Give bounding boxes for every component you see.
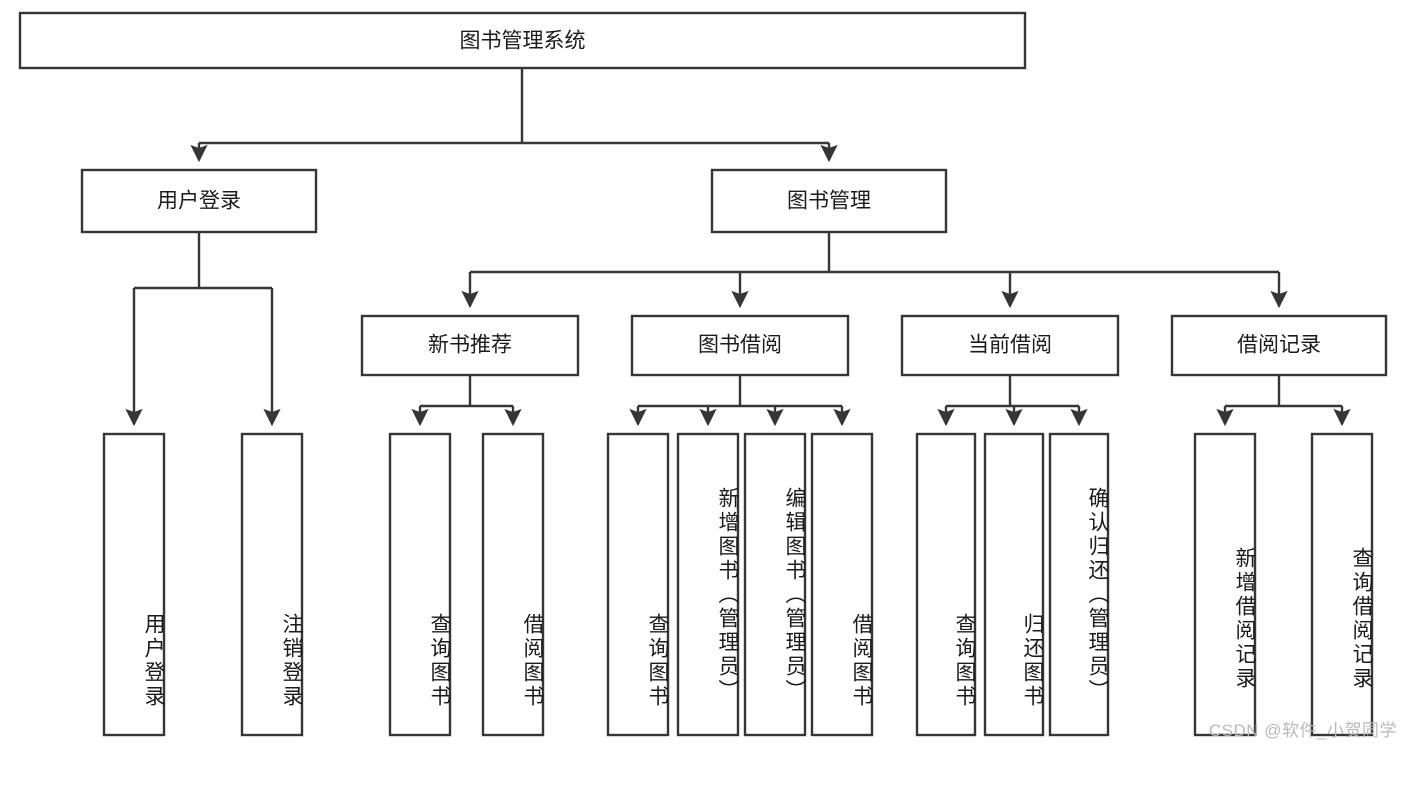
node-new-book-recommend-label: 新书推荐 xyxy=(428,334,512,357)
diagram-canvas: 图书管理系统 用户登录 图书管理 新书推荐 图书借阅 当前借阅 借阅记录 xyxy=(18,11,1397,740)
node-book-manage-label: 图书管理 xyxy=(787,190,871,213)
node-current-borrow-label: 当前借阅 xyxy=(968,334,1052,357)
leaf-box-query-record[interactable] xyxy=(1310,432,1374,737)
leaf-box-query-book-1[interactable] xyxy=(388,432,452,737)
hierarchy-tree-svg: 图书管理系统 用户登录 图书管理 新书推荐 图书借阅 当前借阅 借阅记录 xyxy=(18,11,1388,737)
node-book-manage-box xyxy=(710,168,948,234)
node-root[interactable]: 图书管理系统 xyxy=(18,11,1027,70)
leaf-box-query-book-2[interactable] xyxy=(606,432,670,737)
node-user-login-box xyxy=(80,168,318,234)
connector-record-bus xyxy=(1225,375,1342,408)
node-root-box xyxy=(18,11,1027,70)
node-borrow-record[interactable]: 借阅记录 xyxy=(1170,314,1388,377)
node-user-login-label: 用户登录 xyxy=(157,190,241,213)
connector-root-bus xyxy=(199,68,829,145)
leaf-box-user-login[interactable] xyxy=(102,432,166,737)
connector-current-bus xyxy=(946,375,1079,408)
leaf-box-query-book-3[interactable] xyxy=(915,432,977,737)
node-borrow-record-box xyxy=(1170,314,1388,377)
node-user-login[interactable]: 用户登录 xyxy=(80,168,318,234)
connector-book-manage-bus xyxy=(470,232,1279,274)
node-new-book-recommend[interactable]: 新书推荐 xyxy=(360,314,580,377)
leaf-box-borrow-book-2[interactable] xyxy=(810,432,874,737)
leaf-box-logout[interactable] xyxy=(240,432,304,737)
leaf-box-layer xyxy=(102,432,1374,737)
leaf-box-edit-book-admin[interactable] xyxy=(743,432,807,737)
node-book-borrow-box xyxy=(630,314,850,377)
leaf-box-return-book[interactable] xyxy=(983,432,1045,737)
node-borrow-record-label: 借阅记录 xyxy=(1237,334,1321,357)
leaf-box-confirm-return[interactable] xyxy=(1048,432,1110,737)
connector-new-book-bus xyxy=(420,375,513,408)
leaf-box-add-record[interactable] xyxy=(1193,432,1257,737)
node-book-manage[interactable]: 图书管理 xyxy=(710,168,948,234)
connector-layer xyxy=(125,68,1351,427)
leaf-box-add-book-admin[interactable] xyxy=(676,432,740,737)
connector-borrow-bus xyxy=(638,375,842,408)
node-book-borrow[interactable]: 图书借阅 xyxy=(630,314,850,377)
node-new-book-recommend-box xyxy=(360,314,580,377)
node-book-borrow-label: 图书借阅 xyxy=(698,334,782,357)
csdn-watermark: CSDN @软件_小贺同学 xyxy=(1208,721,1397,740)
connector-user-login-bus xyxy=(134,232,272,290)
node-root-label: 图书管理系统 xyxy=(460,30,586,53)
leaf-box-borrow-book-1[interactable] xyxy=(481,432,545,737)
node-current-borrow[interactable]: 当前借阅 xyxy=(900,314,1120,377)
node-current-borrow-box xyxy=(900,314,1120,377)
